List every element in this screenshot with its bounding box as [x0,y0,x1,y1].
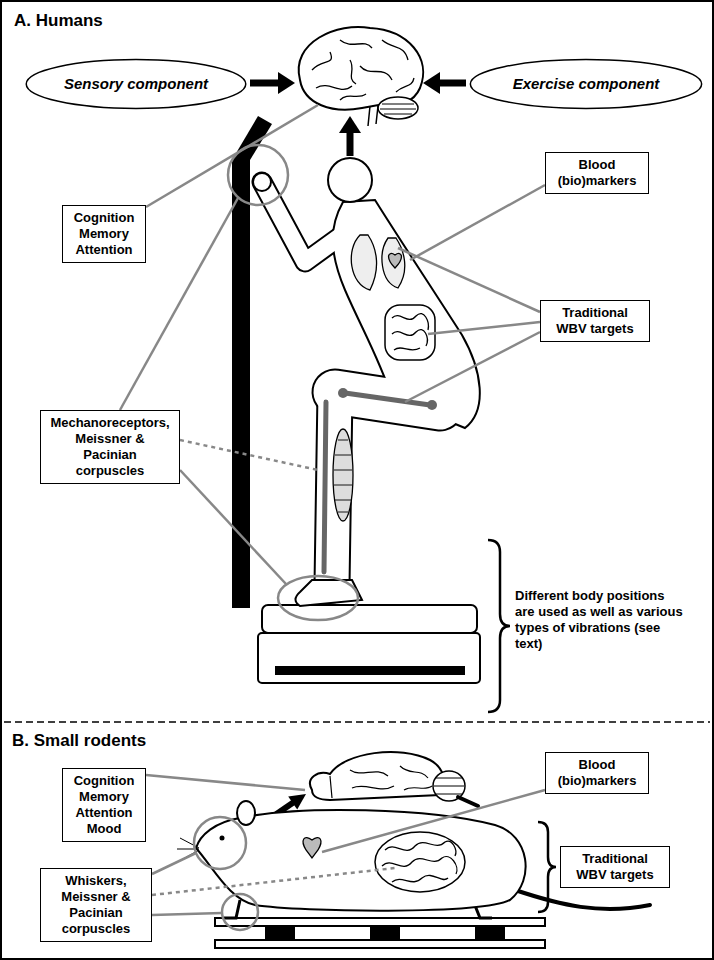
calf-muscle [333,429,353,521]
dotted-leader-line [180,440,318,470]
arrow-head [278,72,295,94]
bracket [488,540,510,712]
platform-plate [215,918,545,926]
box-text: Traditional WBV targets [571,851,659,883]
cerebellum [378,97,418,119]
arrow-shaft [438,80,466,87]
ellipse-node: Exercise component [468,58,704,110]
brainstem [368,106,378,126]
rat-gut [375,832,465,892]
handle-pole [232,158,250,608]
leader-line [152,853,196,874]
label-box: Blood (bio)markers [545,152,649,194]
arrow-shaft [347,132,354,156]
bracket [538,822,556,912]
bracket-note: Different body positions are used as wel… [515,588,685,652]
ellipse-text: Sensory component [64,75,208,93]
rat-brain [310,752,444,800]
rat-leg [224,900,240,918]
rat-tail [515,890,650,909]
label-box: Cognition Memory Attention Mood [62,768,146,842]
gut [385,305,435,360]
box-text: Blood (bio)markers [554,757,640,789]
platform-bar [275,666,465,675]
highlight-circle [278,576,358,620]
ellipse-node: Sensory component [24,58,248,110]
dotted-leader-line [152,868,395,895]
highlight-circle [194,817,246,869]
panel-title: A. Humans [14,10,214,31]
highlight-circle [222,894,258,930]
rat-eye [220,836,225,841]
brain-gyri [312,40,414,100]
leader-line [405,332,540,402]
leader-line [322,790,545,852]
panel-title: B. Small rodents [12,730,232,751]
ellipse-shape [26,60,246,109]
platform-base [258,633,480,683]
ellipse-shape [470,60,701,109]
muscle-striations [334,440,352,512]
lung [382,238,405,288]
platform-plate [262,605,477,633]
gut-coils [392,314,428,350]
box-text: Traditional WBV targets [551,305,639,337]
box-text: Cognition Memory Attention [71,210,137,258]
leader-line [146,775,305,790]
platform-support [265,926,295,940]
box-text: Mechanoreceptors, Meissner & Pacinian co… [49,415,171,479]
arrow-head [423,72,440,94]
lung [351,235,376,290]
label-box: Traditional WBV targets [540,300,650,342]
ellipse-text: Exercise component [513,75,660,93]
box-text: Cognition Memory Attention Mood [71,773,137,837]
tibia [324,402,326,572]
box-text: Whiskers, Meissner & Pacinian corpuscles [51,873,141,937]
platform-support [370,926,400,940]
label-box: Mechanoreceptors, Meissner & Pacinian co… [40,410,180,484]
rat-heart [303,838,321,858]
label-box: Cognition Memory Attention [62,205,146,263]
panel-divider [4,721,710,723]
rat-gut-coils [382,841,457,882]
heart [389,253,402,268]
leader-line [428,322,540,334]
platform-support [475,926,505,940]
leader-line [152,913,222,915]
label-box: Traditional WBV targets [560,846,670,888]
leader-line [146,105,318,207]
hand [253,173,271,191]
rat-brainstem [458,797,478,806]
leader-line [398,248,540,312]
cerebellum-folds [434,778,464,794]
arrow-shaft [250,80,280,87]
box-text: Blood (bio)markers [554,157,640,189]
cerebellum-folds [380,104,416,114]
arrow-head [339,116,361,133]
arrow-head [288,794,306,810]
rat-ear [237,801,255,825]
head [328,158,372,202]
leader-line [410,185,545,260]
platform-base [215,940,545,948]
foot [296,580,363,606]
bone-end [338,388,348,398]
bone-end [427,400,437,410]
label-box: Blood (bio)markers [545,752,649,794]
leader-line [180,470,286,584]
rat-brain-folds [330,766,432,798]
label-box: Whiskers, Meissner & Pacinian corpuscles [40,868,152,942]
